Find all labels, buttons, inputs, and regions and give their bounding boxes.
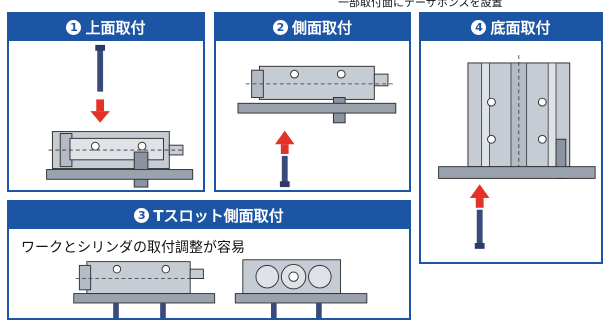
cylinder-icon [467, 55, 571, 179]
panel-header: 1 上面取付 [9, 14, 203, 41]
arrow-icon [90, 99, 110, 123]
number-badge: 4 [471, 20, 487, 35]
bottom-mount-illustration [421, 41, 601, 262]
panel-subtitle: ワークとシリンダの取付調整が容易 [21, 240, 245, 256]
panel-title: Tスロット側面取付 [153, 207, 284, 225]
bolt-icon [271, 302, 277, 318]
arrow-icon [275, 130, 295, 154]
base-plate [438, 166, 596, 179]
cylinder-icon [242, 259, 341, 295]
number-badge: 3 [134, 208, 150, 223]
panel-side-mount: 2 側面取付 [214, 12, 411, 192]
cylinder-icon [245, 65, 394, 124]
arrow-icon [469, 184, 490, 208]
panel-title: 上面取付 [85, 19, 146, 37]
base-plate [73, 293, 216, 304]
top-note: 一部取付面にテーザホンスを設置 [338, 0, 503, 8]
panel-header: 3 Tスロット側面取付 [9, 202, 409, 229]
panel-t-slot-mount: 3 Tスロット側面取付 ワークとシリンダの取付調整が容易 [7, 200, 411, 320]
bolt-icon [113, 302, 119, 318]
base-plate [234, 293, 368, 304]
side-mount-illustration [216, 41, 409, 190]
panel-top-mount: 1 上面取付 [7, 12, 205, 192]
base-plate [237, 102, 397, 114]
t-slot-illustration [9, 256, 409, 318]
base-plate [46, 169, 194, 180]
bolt-icon [160, 302, 166, 318]
bolt-icon [474, 209, 485, 249]
cylinder-icon [75, 261, 208, 295]
number-badge: 1 [66, 20, 82, 35]
panel-bottom-mount: 4 底面取付 [419, 12, 603, 264]
top-mount-illustration [9, 41, 203, 190]
number-badge: 2 [272, 20, 288, 35]
bolt-icon [316, 302, 322, 318]
panel-header: 2 側面取付 [216, 14, 409, 41]
panel-title: 側面取付 [291, 19, 352, 37]
panel-header: 4 底面取付 [421, 14, 601, 41]
bolt-icon [95, 44, 106, 92]
bolt-icon [279, 155, 290, 188]
panel-title: 底面取付 [490, 19, 551, 37]
